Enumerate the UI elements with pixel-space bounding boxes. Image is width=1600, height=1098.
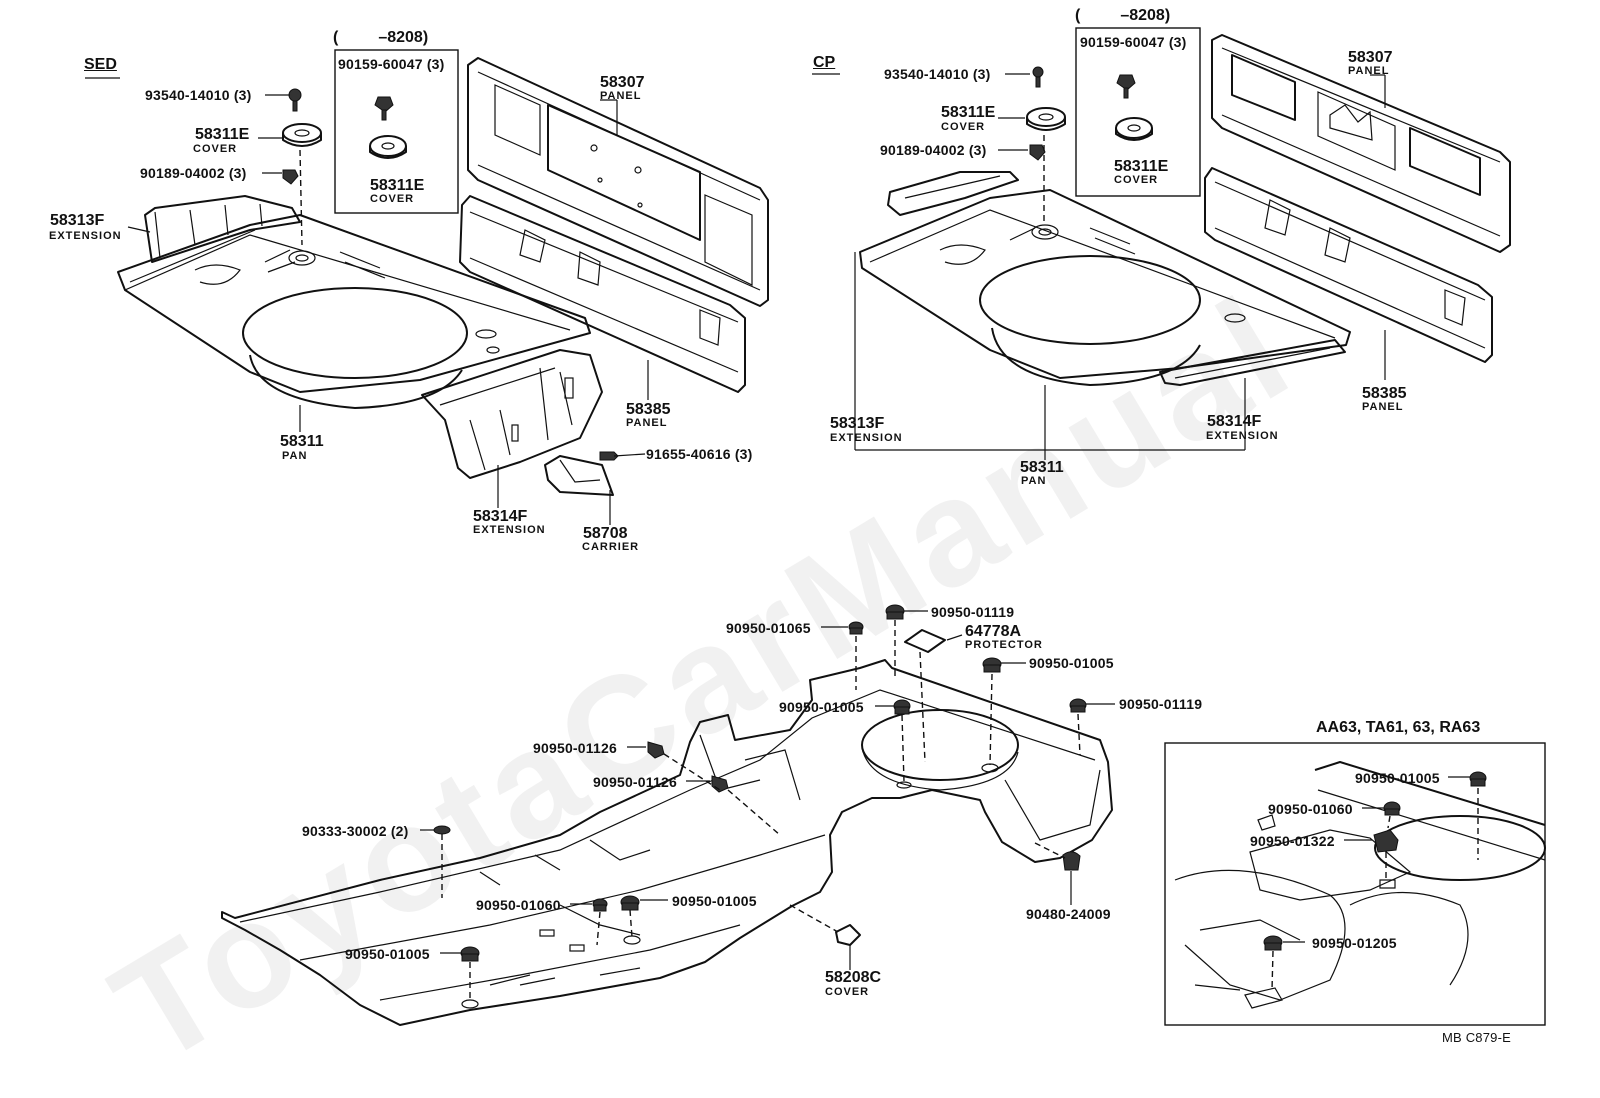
part-name-cover-sed-box: COVER [370,193,415,205]
part-number-inset-90950-01322: 90950-01322 [1250,833,1335,849]
part-name-pan-sed: PAN [282,450,308,462]
part-number-58311-sed: 58311 [280,433,324,450]
cp-range-label: ( –8208) [1075,7,1171,24]
part-number-58385-sed: 58385 [626,401,671,418]
part-number-93540-cp: 93540-14010 (3) [884,66,991,82]
floor-leaders [420,610,1115,970]
inset-title: AA63, TA61, 63, RA63 [1316,719,1481,736]
part-number-58311e-sed-box: 58311E [370,177,425,194]
part-number-90950-01005-c: 90950-01005 [672,893,757,909]
part-number-inset-90950-01060: 90950-01060 [1268,801,1353,817]
cp-spare-pan-drawing [859,27,1511,386]
part-number-90189-cp: 90189-04002 (3) [880,142,987,158]
part-number-90950-01126-a: 90950-01126 [533,740,617,756]
sed-leaders [85,77,649,525]
part-number-93540-sed: 93540-14010 (3) [145,87,252,103]
part-number-90480-24009: 90480-24009 [1026,906,1111,922]
part-name-panel-sed-b: PANEL [626,417,668,429]
part-number-90950-01119-b: 90950-01119 [1119,696,1203,712]
part-name-cover-floor: COVER [825,986,870,998]
part-name-cover-sed: COVER [193,143,238,155]
part-number-90950-01126-b: 90950-01126 [593,774,677,790]
part-number-90950-01060: 90950-01060 [476,897,561,913]
part-number-58313f-sed: 58313F [50,212,105,229]
part-number-58307-sed: 58307 [600,74,645,91]
part-name-carrier-sed: CARRIER [582,541,640,553]
part-number-58314f-sed: 58314F [473,508,528,525]
part-name-cover-cp-box: COVER [1114,174,1159,186]
part-number-90950-01005-a: 90950-01005 [1029,655,1114,671]
part-name-panel-cp-a: PANEL [1348,65,1390,77]
part-number-58708-sed: 58708 [583,525,628,542]
part-number-58313f-cp: 58313F [830,415,885,432]
inset-drawing [1164,742,1546,1026]
part-number-inset-90950-01005: 90950-01005 [1355,770,1440,786]
part-number-90950-01005-b: 90950-01005 [779,699,864,715]
part-number-90950-01119-a: 90950-01119 [931,604,1015,620]
floor-pan-drawing [221,604,1113,1026]
part-name-extension-sed-a: EXTENSION [49,230,122,242]
part-name-protector: PROTECTOR [965,639,1043,651]
part-name-extension-cp-a: EXTENSION [830,432,903,444]
part-number-58311e-cp: 58311E [941,104,996,121]
sed-spare-pan-drawing [117,49,769,496]
part-number-58314f-cp: 58314F [1207,413,1262,430]
part-number-58311e-cp-box: 58311E [1114,158,1169,175]
part-name-extension-sed-b: EXTENSION [473,524,546,536]
part-name-extension-cp-b: EXTENSION [1206,430,1279,442]
sed-section-header: SED [84,56,117,73]
part-number-inset-90950-01205: 90950-01205 [1312,935,1397,951]
part-number-58385-cp: 58385 [1362,385,1407,402]
part-number-64778a: 64778A [965,623,1022,640]
part-number-90159-sed: 90159-60047 (3) [338,56,445,72]
part-number-90189-sed: 90189-04002 (3) [140,165,247,181]
part-name-panel-sed-a: PANEL [600,90,642,102]
footer-code: MB C879-E [1442,1030,1511,1045]
part-number-58208c: 58208C [825,969,882,986]
sed-range-label: ( –8208) [333,29,429,46]
cp-leaders [812,73,1386,460]
part-number-58307-cp: 58307 [1348,49,1393,66]
part-name-pan-cp: PAN [1021,475,1047,487]
part-number-90950-01065: 90950-01065 [726,620,811,636]
part-number-91655-sed: 91655-40616 (3) [646,446,753,462]
cp-section-header: CP [813,54,836,71]
part-number-90333-30002: 90333-30002 (2) [302,823,409,839]
part-number-90159-cp: 90159-60047 (3) [1080,34,1187,50]
part-number-90950-01005-d: 90950-01005 [345,946,430,962]
part-name-panel-cp-b: PANEL [1362,401,1404,413]
part-name-cover-cp: COVER [941,121,986,133]
part-number-58311e-sed: 58311E [195,126,250,143]
part-number-58311-cp: 58311 [1020,459,1064,476]
